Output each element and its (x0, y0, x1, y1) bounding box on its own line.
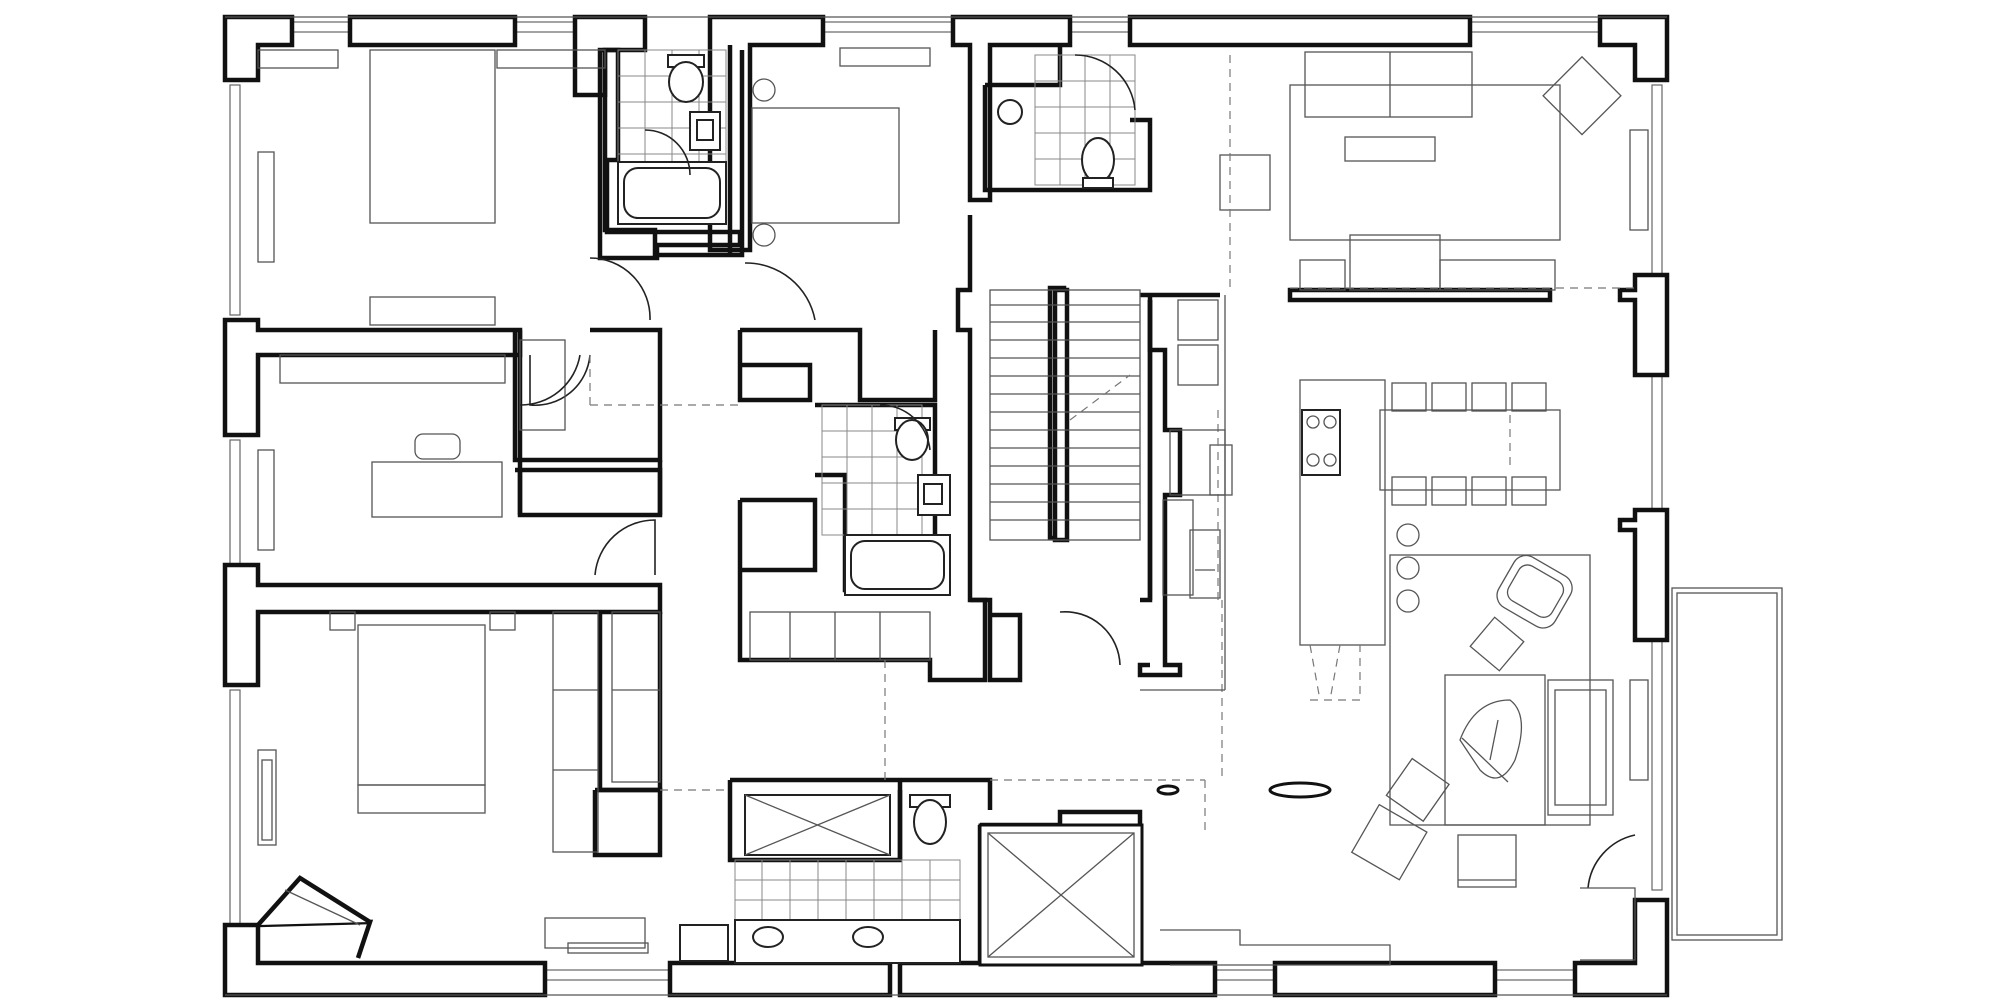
art-pieces (1156, 781, 1332, 799)
door-swing (644, 129, 691, 176)
toilet-icon (1081, 137, 1115, 189)
desk-icon (371, 461, 503, 518)
radiator (1629, 679, 1649, 781)
stool-icon (1396, 523, 1420, 613)
bed-icon (751, 47, 931, 224)
coffee-table (1344, 136, 1436, 162)
shelf (279, 354, 506, 384)
toilet-icon (909, 794, 951, 845)
bathroom-2 (997, 54, 1136, 189)
bathtub-icon (617, 161, 727, 225)
range-icon (1301, 409, 1341, 476)
envelope-lines (225, 16, 1667, 996)
bathroom-3 (749, 404, 951, 661)
door-swing (879, 404, 931, 451)
chair-icon (414, 433, 461, 460)
vent (261, 759, 273, 841)
bedroom-1 (257, 49, 606, 326)
sofa-icon (1547, 679, 1614, 816)
lamp-icon (752, 78, 776, 102)
stair-icon (989, 289, 1219, 541)
cabinet (1219, 154, 1271, 211)
cabinet (679, 924, 729, 962)
bed-icon (329, 611, 516, 814)
hall-doors (529, 354, 1636, 889)
kitchen-counter (1299, 379, 1561, 646)
study (257, 339, 581, 551)
radiator (1629, 129, 1649, 231)
door-swing (519, 354, 581, 406)
chair-icon (1350, 757, 1517, 888)
sink-icon (689, 111, 721, 151)
toilet-icon (894, 417, 931, 461)
door-swing (1074, 54, 1136, 111)
bathtub-icon (844, 534, 951, 596)
vent (567, 942, 649, 954)
dresser (369, 296, 496, 326)
closet (519, 339, 566, 431)
sink-icon (734, 919, 961, 964)
radiator (257, 151, 275, 263)
exterior-windows (229, 21, 1663, 981)
bed-icon (257, 49, 606, 224)
balcony (1671, 587, 1783, 941)
bathroom-4 (679, 794, 961, 964)
dining-lounge (1160, 554, 1649, 966)
bench (544, 917, 646, 949)
kitchen (1189, 379, 1561, 701)
toilet-icon (667, 54, 705, 103)
armchair-icon (1496, 554, 1573, 629)
lamp-icon (752, 223, 776, 247)
sink-icon (997, 99, 1023, 125)
rug (1289, 84, 1561, 241)
wardrobe (552, 611, 661, 853)
fridge (1189, 529, 1221, 599)
door-swing (589, 257, 651, 321)
armchair-icon (1542, 55, 1622, 136)
radiator (257, 449, 275, 551)
bathroom-1 (617, 49, 727, 225)
radiator (257, 749, 277, 846)
living-room (1219, 51, 1649, 291)
shower-icon (744, 794, 891, 856)
kitchen-walls (1140, 295, 1226, 691)
cabinets (749, 611, 931, 661)
sink-icon (1209, 444, 1233, 496)
elevator-icon (978, 823, 1144, 967)
bedroom-3 (256, 611, 661, 954)
ottoman (1469, 616, 1525, 672)
door-swing (744, 262, 816, 321)
floor-tiles (821, 404, 923, 536)
bedroom-2 (589, 47, 931, 321)
coffee-table (1444, 674, 1546, 826)
sofa-icon (1299, 234, 1556, 291)
sink-icon (917, 474, 951, 516)
bar-stool-icon (1391, 382, 1547, 506)
